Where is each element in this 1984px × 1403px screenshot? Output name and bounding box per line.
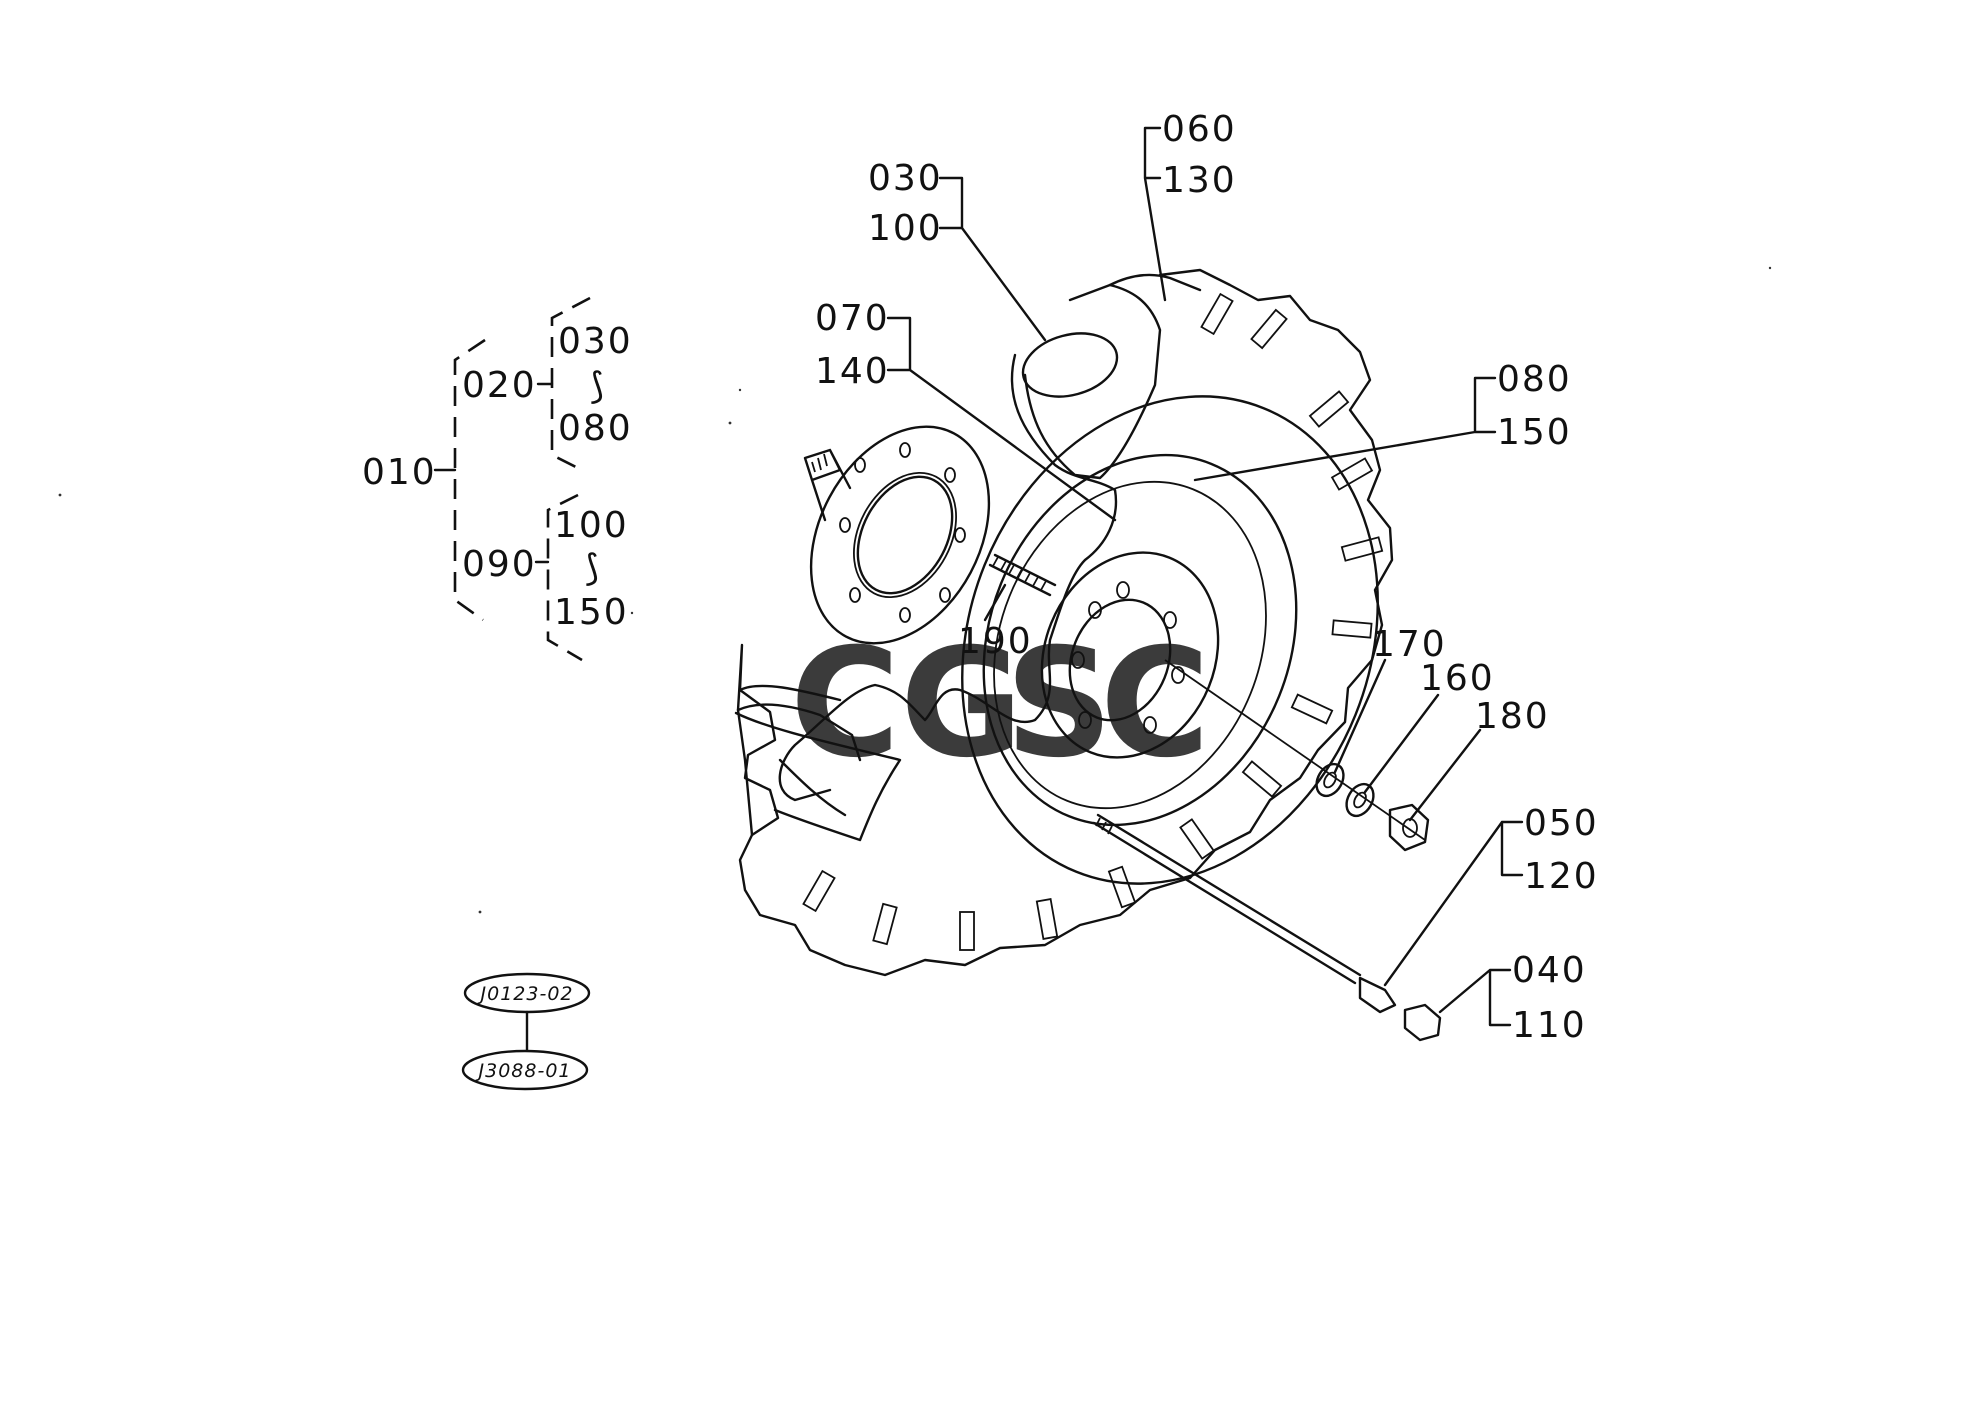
callout-070: 070: [815, 298, 890, 339]
valve-050: [1358, 976, 1397, 1014]
splined-shaft: [803, 448, 852, 522]
callout-030: 030: [868, 158, 943, 199]
reference-codes: J0123-02 J3088-01: [461, 972, 591, 1091]
callout-060: 060: [1162, 109, 1237, 150]
ref-code-top: J0123-02: [477, 983, 574, 1005]
watermark-letter-1: C: [790, 617, 900, 791]
callout-160: 160: [1420, 658, 1495, 699]
flange-plate: [809, 425, 991, 645]
scan-specks: [58, 266, 1772, 914]
lower-left-cut: [734, 711, 902, 842]
ref-code-bottom: J3088-01: [475, 1060, 572, 1082]
callout-040: 040: [1512, 950, 1587, 991]
callout-170: 170: [1372, 624, 1447, 665]
callout-140: 140: [815, 351, 890, 392]
nut-180: [1388, 803, 1430, 852]
callout-110: 110: [1512, 1005, 1587, 1046]
tree-090-from: 100: [554, 505, 629, 546]
callout-150: 150: [1497, 412, 1572, 453]
wheel-left-lugs: [736, 643, 780, 837]
flange-bolt-holes: [839, 442, 966, 623]
tree-020-from: 030: [558, 321, 633, 362]
cage-wheel-illustration: [734, 268, 1442, 1042]
watermark-letter-4: C: [1100, 617, 1210, 791]
rim-outer: [961, 395, 1379, 885]
tree-020-range-mark: ⟆: [590, 366, 606, 407]
callout-120: 120: [1524, 856, 1599, 897]
hub-center: [1068, 598, 1172, 722]
assembly-tree: 010 020 030 ⟆ 080 090 100 ⟆ 150: [362, 296, 633, 662]
callout-180: 180: [1475, 696, 1550, 737]
hub-bolt-holes: [1071, 581, 1185, 734]
hub-disk: [1040, 551, 1220, 759]
tree-root-010: 010: [362, 452, 437, 493]
callout-080: 080: [1497, 359, 1572, 400]
tree-group-020: 020: [462, 365, 537, 406]
callout-130: 130: [1162, 160, 1237, 201]
wheel-outer-lugs: [738, 268, 1394, 977]
long-bolt: [1092, 813, 1362, 985]
leader-lines: [886, 126, 1524, 1027]
watermark-letter-2: G: [900, 617, 1023, 791]
flange-center: [856, 475, 954, 595]
sleeve-opening: [1021, 332, 1119, 398]
lockwasher-160: [1345, 782, 1375, 818]
watermark-letter-3: S: [1005, 617, 1113, 791]
lug-slots: [802, 292, 1384, 951]
ref-oval-bottom: [461, 1049, 589, 1091]
gasket-outline: [778, 353, 1118, 802]
tree-090-range-mark: ⟆: [585, 548, 601, 589]
rim-inner: [982, 453, 1298, 827]
stud-190: [988, 553, 1057, 597]
tree-020-to: 080: [558, 408, 633, 449]
callout-labels: 030 100 060 130 070 140 080 150 190 170 …: [815, 109, 1599, 1046]
watermark-logo: C G S C: [790, 617, 1210, 791]
tree-group-090: 090: [462, 544, 537, 585]
callout-050: 050: [1524, 803, 1599, 844]
cap-040: [1403, 1003, 1442, 1042]
callout-100-top: 100: [868, 208, 943, 249]
callout-190: 190: [958, 621, 1033, 662]
tree-090-to: 150: [554, 592, 629, 633]
